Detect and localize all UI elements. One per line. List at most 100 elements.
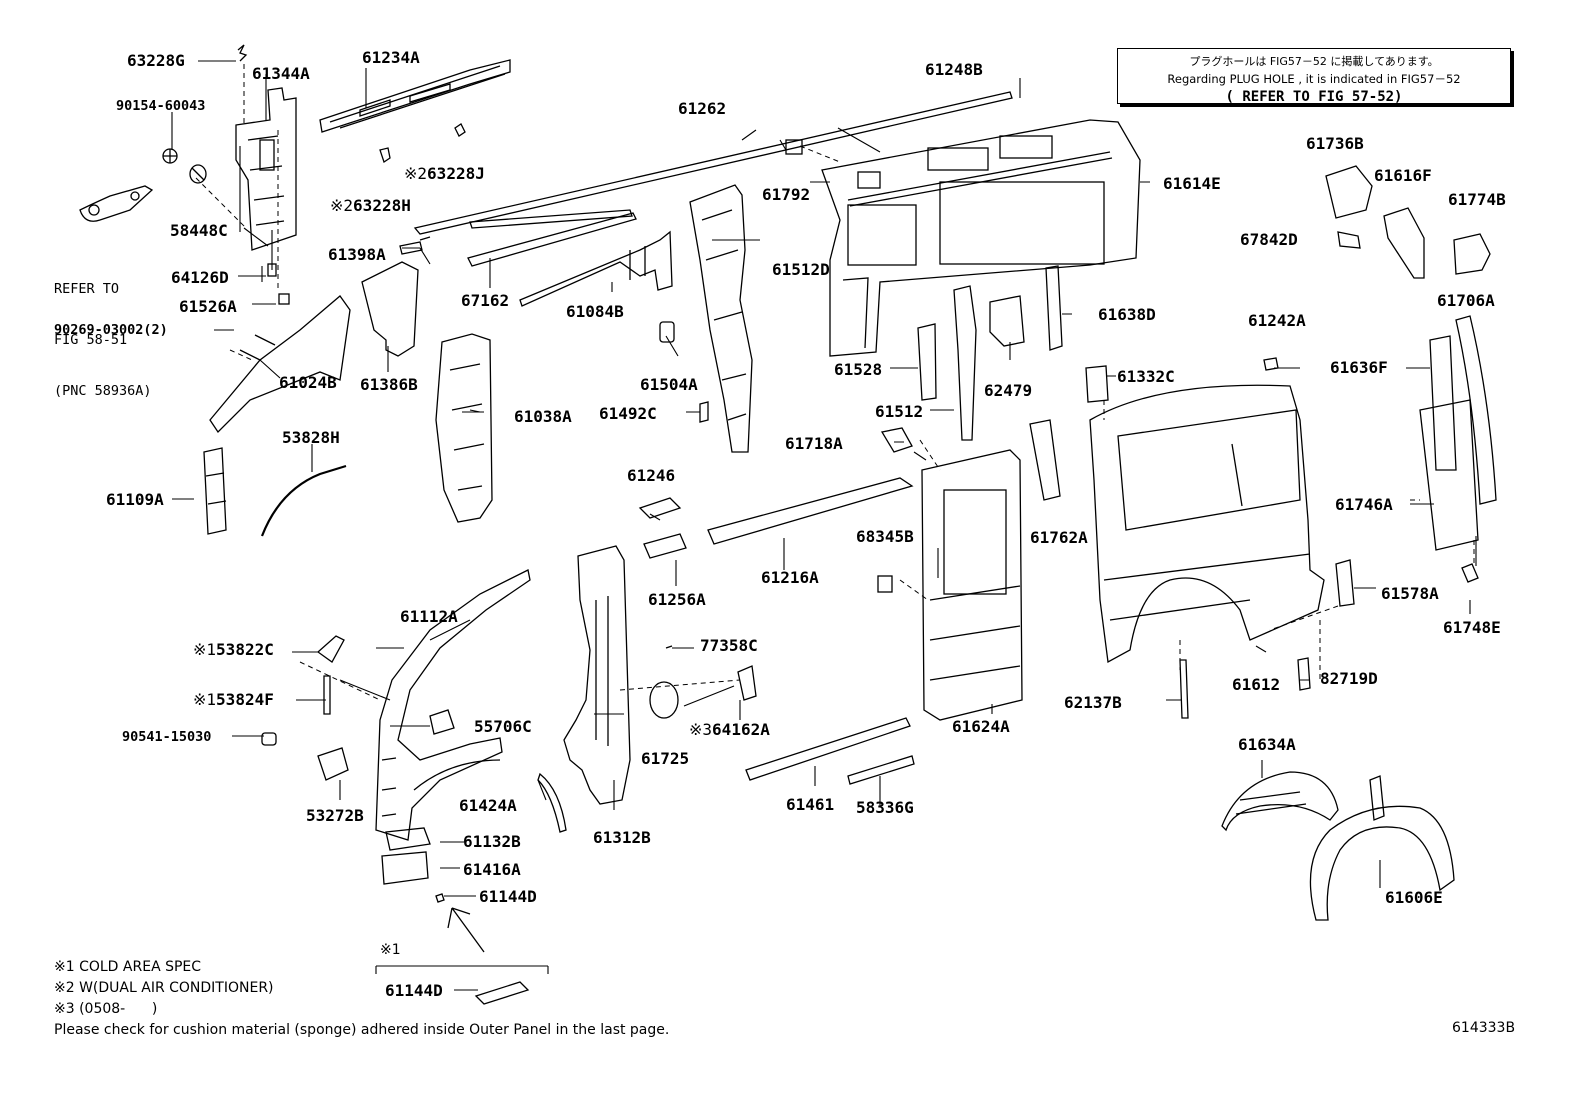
weatherstrip-53828h-drawing [260,464,347,537]
reference-fig-link[interactable]: ( REFER TO FIG 57-52) [1225,89,1403,105]
part-label-61256a[interactable]: 61256A [648,590,706,609]
part-label-61332c[interactable]: 61332C [1117,367,1175,386]
part-label-55706c[interactable]: 55706C [474,717,532,736]
part-label-61112a[interactable]: 61112A [400,607,458,626]
part-label-64162a-group[interactable]: ※364162A [689,721,770,739]
brackets-61246-drawing [638,497,687,559]
part-label-61616f[interactable]: 61616F [1374,166,1432,185]
part-label-77358c[interactable]: 77358C [700,636,758,655]
pillar-61109a-drawing [203,447,227,535]
part-label-61792[interactable]: 61792 [762,185,811,204]
dashed-guides [195,64,1475,701]
part-label-58336g[interactable]: 58336G [856,798,914,817]
part-label-61038a[interactable]: 61038A [514,407,572,426]
part-label-61024b[interactable]: 61024B [279,373,337,392]
part-label-53822c-group[interactable]: ※153822C [193,641,274,659]
part-label-61748e[interactable]: 61748E [1443,618,1501,637]
sill-61461-drawing [745,717,915,785]
rear-parts-drawing [1263,165,1497,691]
part-label-61725[interactable]: 61725 [641,749,690,768]
cushion-material-notice: Please check for cushion material (spong… [54,1022,670,1038]
part-label-61144d[interactable]: 61144D [479,887,537,906]
mark-2: ※2 [330,196,354,215]
part-label-61736b[interactable]: 61736B [1306,134,1364,153]
part-label-63228j-group[interactable]: ※263228J [404,165,485,183]
part-label-53828h[interactable]: 53828H [282,428,340,447]
pillar-61038a-drawing [435,333,493,523]
part-label-61504a[interactable]: 61504A [640,375,698,394]
part-label-82719d[interactable]: 82719D [1320,669,1378,688]
part-label-61718a[interactable]: 61718A [785,434,843,453]
part-label-63228g[interactable]: 63228G [127,51,185,70]
part-label-64162a: 64162A [712,720,770,739]
refer-to-line2: FIG 58-51 [54,332,128,348]
part-label-53824f-group[interactable]: ※153824F [193,691,274,709]
part-label-61424a[interactable]: 61424A [459,796,517,815]
part-label-63228h: 63228H [353,196,411,215]
part-label-61216a[interactable]: 61216A [761,568,819,587]
part-label-61416a[interactable]: 61416A [463,860,521,879]
part-label-61634a[interactable]: 61634A [1238,735,1296,754]
part-label-61746a[interactable]: 61746A [1335,495,1393,514]
front-pillar-61112a-drawing [375,569,531,841]
part-label-61526a[interactable]: 61526A [179,297,237,316]
part-label-61638d[interactable]: 61638D [1098,305,1156,324]
part-label-62479[interactable]: 62479 [984,381,1033,400]
panel-61084b-drawing [519,230,673,307]
refer-to-line1: REFER TO [54,281,120,297]
part-label-67162[interactable]: 67162 [461,291,510,310]
part-label-90541-15030[interactable]: 90541-15030 [122,729,212,745]
part-label-61512d[interactable]: 61512D [772,260,830,279]
part-label-53822c: 53822C [216,640,274,659]
part-label-63228h-group[interactable]: ※263228H [330,197,411,215]
part-label-61386b[interactable]: 61386B [360,375,418,394]
part-label-61084b[interactable]: 61084B [566,302,624,321]
part-label-61492c[interactable]: 61492C [599,404,657,423]
part-label-61762a[interactable]: 61762A [1030,528,1088,547]
part-label-61242a[interactable]: 61242A [1248,311,1306,330]
refer-to-note[interactable]: REFER TO FIG 58-51 (PNC 58936A) [54,247,152,434]
part-label-61398a[interactable]: 61398A [328,245,386,264]
reference-jp-text: プラグホールは FIG57－52 に掲載してあります。 [1189,55,1439,68]
part-label-61774b[interactable]: 61774B [1448,190,1506,209]
part-label-61109a[interactable]: 61109A [106,490,164,509]
part-label-53272b[interactable]: 53272B [306,806,364,825]
side-panel-61614e-drawing [785,119,1141,357]
part-label-61578a[interactable]: 61578A [1381,584,1439,603]
bracket-refer-drawing [79,185,154,222]
bracket-61718a-drawing [880,427,913,453]
bracket-61332c-drawing [1085,365,1109,403]
panel-61386b-drawing [361,241,423,357]
part-label-61461[interactable]: 61461 [786,795,835,814]
part-label-61706a[interactable]: 61706A [1437,291,1495,310]
part-label-61312b[interactable]: 61312B [593,828,651,847]
part-label-68345b[interactable]: 68345B [856,527,914,546]
part-label-67842d[interactable]: 67842D [1240,230,1298,249]
part-label-61528[interactable]: 61528 [834,360,883,379]
part-label-61248b[interactable]: 61248B [925,60,983,79]
part-label-61606e[interactable]: 61606E [1385,888,1443,907]
part-label-90269-03002[interactable]: 90269-03002(2) [54,322,168,338]
part-label-61262[interactable]: 61262 [678,99,727,118]
part-label-90154-60043[interactable]: 90154-60043 [116,98,206,114]
part-label-62137b[interactable]: 62137B [1064,693,1122,712]
part-label-61624a[interactable]: 61624A [952,717,1010,736]
part-label-61636f[interactable]: 61636F [1330,358,1388,377]
part-label-58448c[interactable]: 58448C [170,221,228,240]
mark-1: ※1 [193,640,217,659]
footnote-date-range: ※3 (0508- ) [54,1001,158,1017]
refer-to-line3: (PNC 58936A) [54,383,152,399]
part-label-61614e[interactable]: 61614E [1163,174,1221,193]
part-label-61132b[interactable]: 61132B [463,832,521,851]
part-label-61144d-cold-area[interactable]: 61144D [385,981,443,1000]
part-label-61246[interactable]: 61246 [627,466,676,485]
part-label-61234a[interactable]: 61234A [362,48,420,67]
part-label-61612[interactable]: 61612 [1232,675,1281,694]
part-label-61512[interactable]: 61512 [875,402,924,421]
footnote-dual-air-conditioner: ※2 W(DUAL AIR CONDITIONER) [54,980,274,996]
panel-61624a-drawing [877,449,1023,721]
part-label-64126d[interactable]: 64126D [171,268,229,287]
small-parts-left-drawing [261,635,455,903]
part-label-61344a[interactable]: 61344A [252,64,310,83]
